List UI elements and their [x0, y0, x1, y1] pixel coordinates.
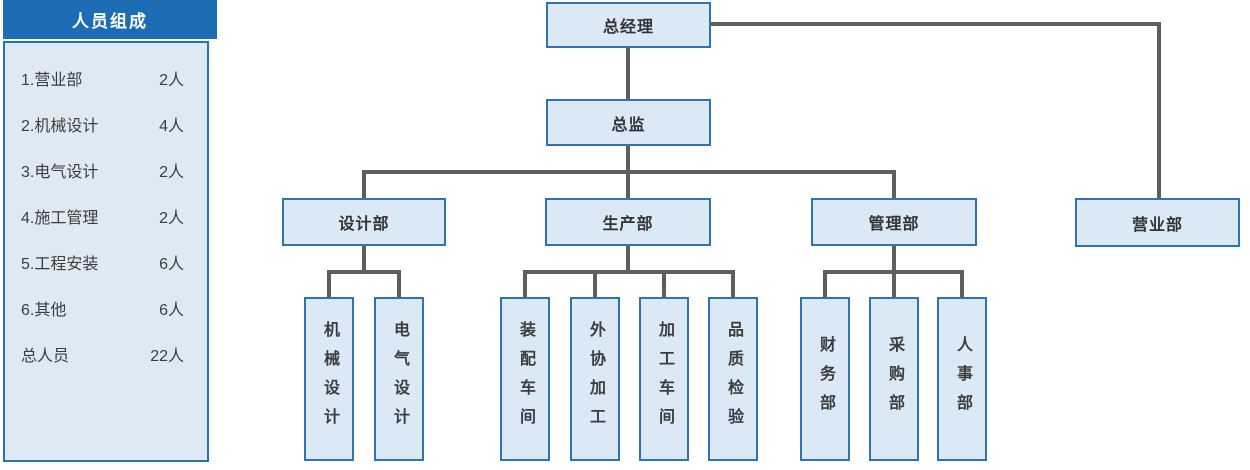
connector-line — [362, 170, 366, 198]
node-label: 机械设计 — [321, 321, 338, 437]
node-sales-dept: 营业部 — [1075, 198, 1240, 247]
personnel-row: 3.电气设计 2人 — [5, 147, 207, 193]
node-label: 总监 — [611, 116, 646, 134]
node-label: 品质检验 — [725, 321, 742, 437]
connector-line — [523, 270, 527, 297]
personnel-count: 4人 — [159, 118, 184, 135]
node-label: 加工车间 — [656, 321, 673, 437]
personnel-label: 总人员 — [21, 348, 70, 365]
connector-line — [397, 270, 401, 297]
connector-line — [327, 270, 401, 274]
node-label: 装配车间 — [517, 321, 534, 437]
panel-title: 人员组成 — [3, 0, 217, 39]
node-label: 营业部 — [1131, 216, 1183, 234]
personnel-label: 4.施工管理 — [21, 210, 99, 227]
connector-line — [327, 270, 331, 297]
node-assembly-workshop: 装配车间 — [500, 297, 550, 461]
personnel-row: 总人员 22人 — [5, 331, 207, 377]
connector-line — [1157, 22, 1161, 198]
personnel-count: 22人 — [150, 348, 184, 365]
node-label: 管理部 — [868, 216, 920, 233]
node-production-dept: 生产部 — [545, 198, 711, 246]
personnel-count: 6人 — [159, 302, 184, 319]
personnel-label: 2.机械设计 — [21, 118, 99, 135]
node-label: 财务部 — [817, 335, 834, 423]
node-label: 采购部 — [886, 335, 903, 423]
connector-line — [892, 170, 896, 198]
node-hr-dept: 人事部 — [937, 297, 987, 461]
connector-line — [626, 246, 630, 274]
connector-line — [892, 270, 896, 297]
connector-line — [523, 270, 735, 274]
connector-line — [960, 270, 964, 297]
personnel-row: 6.其他 6人 — [5, 285, 207, 331]
personnel-row: 1.营业部 2人 — [5, 55, 207, 101]
connector-line — [892, 246, 896, 274]
connector-line — [626, 170, 630, 198]
node-outsourcing-processing: 外协加工 — [570, 297, 620, 461]
personnel-label: 6.其他 — [21, 302, 67, 319]
node-management-dept: 管理部 — [811, 198, 977, 246]
personnel-panel: 1.营业部 2人 2.机械设计 4人 3.电气设计 2人 4.施工管理 2人 5… — [3, 41, 209, 462]
connector-line — [662, 270, 666, 297]
node-general-manager: 总经理 — [546, 2, 711, 48]
personnel-label: 1.营业部 — [21, 72, 83, 89]
connector-line — [823, 270, 827, 297]
node-mechanical-design: 机械设计 — [304, 297, 354, 461]
node-machining-workshop: 加工车间 — [639, 297, 689, 461]
node-quality-inspection: 品质检验 — [708, 297, 758, 461]
personnel-count: 2人 — [159, 164, 184, 181]
node-electrical-design: 电气设计 — [374, 297, 424, 461]
connector-line — [626, 146, 630, 174]
node-purchasing-dept: 采购部 — [869, 297, 919, 461]
personnel-row: 2.机械设计 4人 — [5, 101, 207, 147]
node-label: 设计部 — [338, 216, 390, 233]
node-label: 电气设计 — [391, 321, 408, 437]
node-director: 总监 — [546, 99, 711, 146]
personnel-count: 6人 — [159, 256, 184, 273]
personnel-row: 4.施工管理 2人 — [5, 193, 207, 239]
connector-line — [711, 22, 1161, 26]
connector-line — [626, 48, 630, 99]
personnel-label: 5.工程安装 — [21, 256, 99, 273]
personnel-row: 5.工程安装 6人 — [5, 239, 207, 285]
connector-line — [593, 270, 597, 297]
node-label: 生产部 — [602, 216, 654, 233]
connector-line — [362, 246, 366, 274]
node-label: 外协加工 — [587, 321, 604, 437]
personnel-count: 2人 — [159, 210, 184, 227]
node-label: 总经理 — [602, 19, 654, 36]
node-design-dept: 设计部 — [282, 198, 446, 246]
personnel-count: 2人 — [159, 72, 184, 89]
node-finance-dept: 财务部 — [800, 297, 850, 461]
personnel-label: 3.电气设计 — [21, 164, 99, 181]
node-label: 人事部 — [954, 335, 971, 423]
connector-line — [731, 270, 735, 297]
